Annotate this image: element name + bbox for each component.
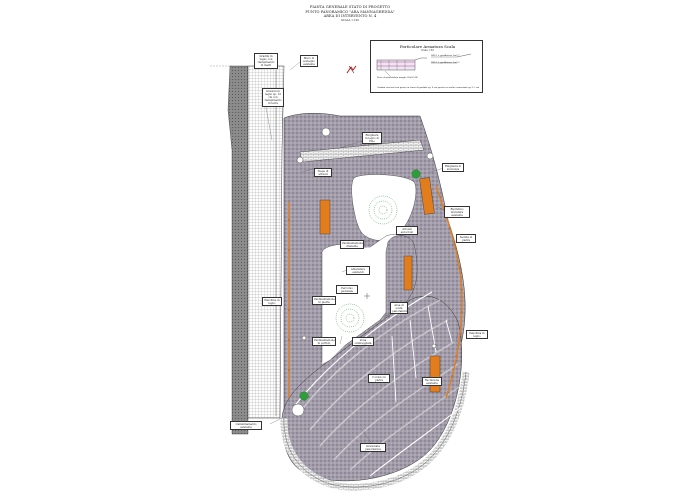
label-l4: Ringhiera in legno di Pino [362, 132, 382, 145]
label-l8: Panchina in legno [466, 330, 488, 340]
detail-note-mid: Rete elettrosaldata maglia 20x20 Ø6 [377, 76, 418, 79]
label-l21: Cordolo in pietra [368, 374, 390, 384]
label-l2: Muro di sostegno esistente [300, 55, 318, 68]
plan-subtitle: PUNTO PANORAMICO "ARA MANNAGHEDDA" [305, 9, 395, 14]
bench-right-top [419, 177, 435, 215]
label-l17: Camminamento esistente [230, 421, 262, 431]
label-l20: Gradonata panoramica [360, 443, 386, 453]
stair-detail-drawing [376, 53, 472, 78]
label-l3: Gradoni in legno sp. 10 cm con riempimen… [262, 88, 284, 107]
detail-note-bottom: Gradini rivestiti con pietra in conci di… [376, 86, 480, 89]
label-l13: Pavimentazione in pietra [312, 296, 336, 306]
label-l22: Recinzione esistente [422, 377, 442, 387]
label-l14: Pavimentazione in porfido [312, 337, 336, 347]
label-l12: Percorso pedonale [336, 285, 358, 295]
stone-wall [227, 65, 249, 435]
detail-scale: Scala 1:50 [421, 49, 434, 52]
label-l15: Zona ombreggiata [352, 337, 374, 347]
bench-right-bottom [429, 355, 441, 393]
detail-note-top-1: 2Ø16 + graffiature L=0,7 [431, 54, 460, 57]
label-l16: Panchine in legno [262, 297, 282, 307]
bench-left [319, 199, 331, 235]
label-l7: Seduta in pietra [456, 234, 476, 244]
label-l19: Area di sosta panoramica [390, 302, 408, 315]
detail-title: Particolare Armatura Scala [399, 44, 456, 49]
tree-canopy-lower [335, 303, 365, 333]
symbol-circles [291, 127, 437, 417]
tree-top [411, 169, 421, 179]
tree-bottom [299, 391, 309, 401]
lawn-center [322, 246, 392, 364]
label-l1: Gradini in legno con riempimento di iner… [254, 53, 278, 69]
detail-box: Particolare Armatura Scala Scala 1:50 2Ø… [370, 40, 483, 93]
label-l18: Siepe di arbusti [314, 168, 332, 178]
plan-title: PIANTA GENERALE STATO DI PROGETTO [309, 5, 391, 9]
tree-canopy-upper [368, 195, 398, 225]
bench-center [403, 255, 413, 291]
plan-scale: SCALA 1:100 [340, 18, 360, 22]
label-l10: Arbusti autoctoni [396, 226, 418, 236]
plan-area: AREA DI INTERVENTO N. 4 [323, 14, 377, 18]
grid-terrace [247, 65, 285, 419]
detail-note-top-2: 2Ø16 + graffiature L=0,9 [431, 61, 460, 64]
north-arrow-icon [346, 65, 357, 74]
label-l6: Ripristino muratura esistente [444, 206, 470, 219]
radial-lines [391, 305, 453, 403]
label-l11: Alberature esistenti [346, 266, 370, 276]
label-l9: Pavimentazione drenante [340, 240, 364, 250]
label-l5: Ringhiera di sicurezza [442, 163, 464, 173]
